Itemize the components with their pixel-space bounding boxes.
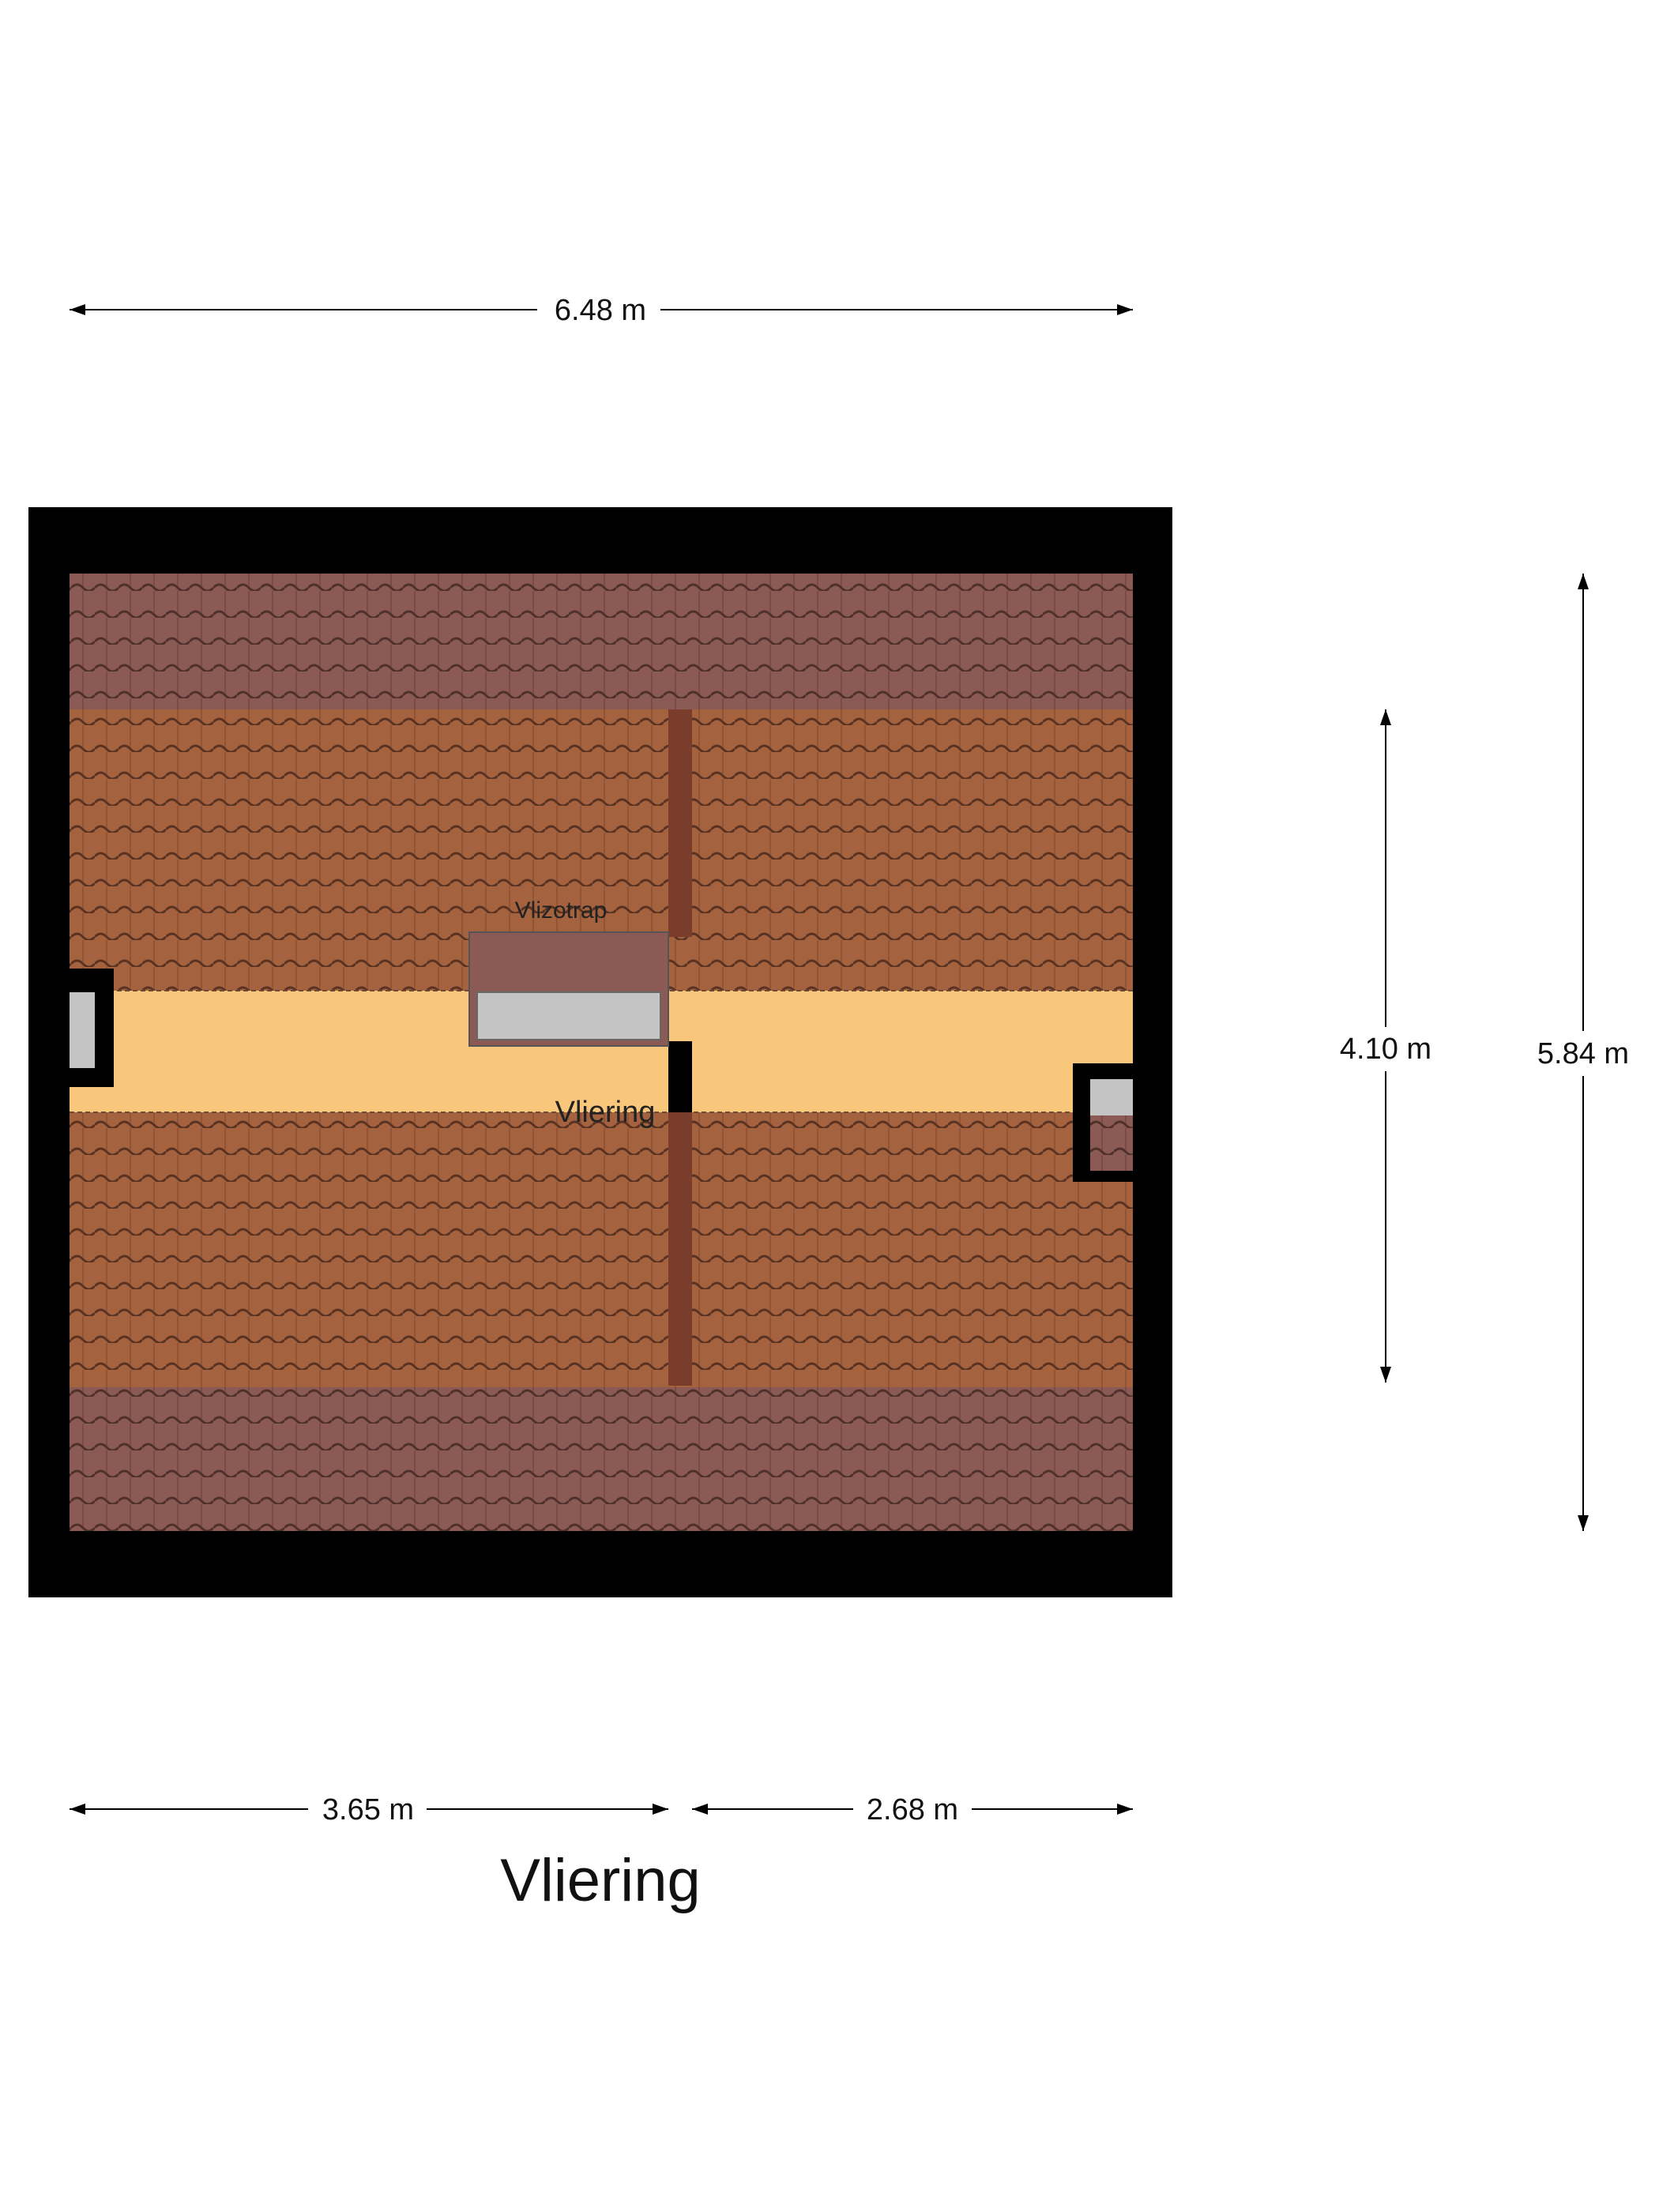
left-window bbox=[70, 992, 95, 1068]
dim-outer-label: 5.84 m bbox=[1537, 1037, 1629, 1070]
dim-inner-arrow-a bbox=[1380, 709, 1391, 725]
partition-post bbox=[668, 1041, 692, 1112]
dim-bottom-left-arrow-a bbox=[70, 1804, 85, 1815]
room-label-vlizotrap: Vlizotrap bbox=[515, 897, 608, 924]
dim-top-label: 6.48 m bbox=[555, 294, 646, 327]
dim-outer-arrow-b bbox=[1578, 1515, 1589, 1531]
dim-bottom-right-arrow-a bbox=[692, 1804, 708, 1815]
right-window-roof bbox=[1090, 1115, 1133, 1171]
dim-bottom-left-label: 3.65 m bbox=[322, 1793, 414, 1826]
partition-lower bbox=[668, 1112, 692, 1386]
dim-inner-label: 4.10 m bbox=[1340, 1033, 1431, 1066]
roof-bottom-ridge bbox=[70, 1387, 1133, 1531]
right-window bbox=[1090, 1079, 1133, 1115]
vlizotrap-hatch bbox=[476, 991, 661, 1040]
floor-title: Vliering bbox=[500, 1847, 700, 1914]
room-label-vliering: Vliering bbox=[555, 1096, 656, 1129]
partition-upper bbox=[668, 709, 692, 937]
dim-inner-arrow-b bbox=[1380, 1367, 1391, 1382]
dim-top-arrow-right bbox=[1117, 304, 1133, 315]
dim-outer-arrow-a bbox=[1578, 574, 1589, 589]
dim-bottom-right-label: 2.68 m bbox=[867, 1793, 958, 1826]
dim-bottom-right-arrow-b bbox=[1117, 1804, 1133, 1815]
roof-bottom-slope bbox=[70, 1112, 1133, 1387]
roof-top-ridge bbox=[70, 574, 1133, 709]
dim-bottom-left-arrow-b bbox=[653, 1804, 668, 1815]
dim-top-arrow-left bbox=[70, 304, 85, 315]
